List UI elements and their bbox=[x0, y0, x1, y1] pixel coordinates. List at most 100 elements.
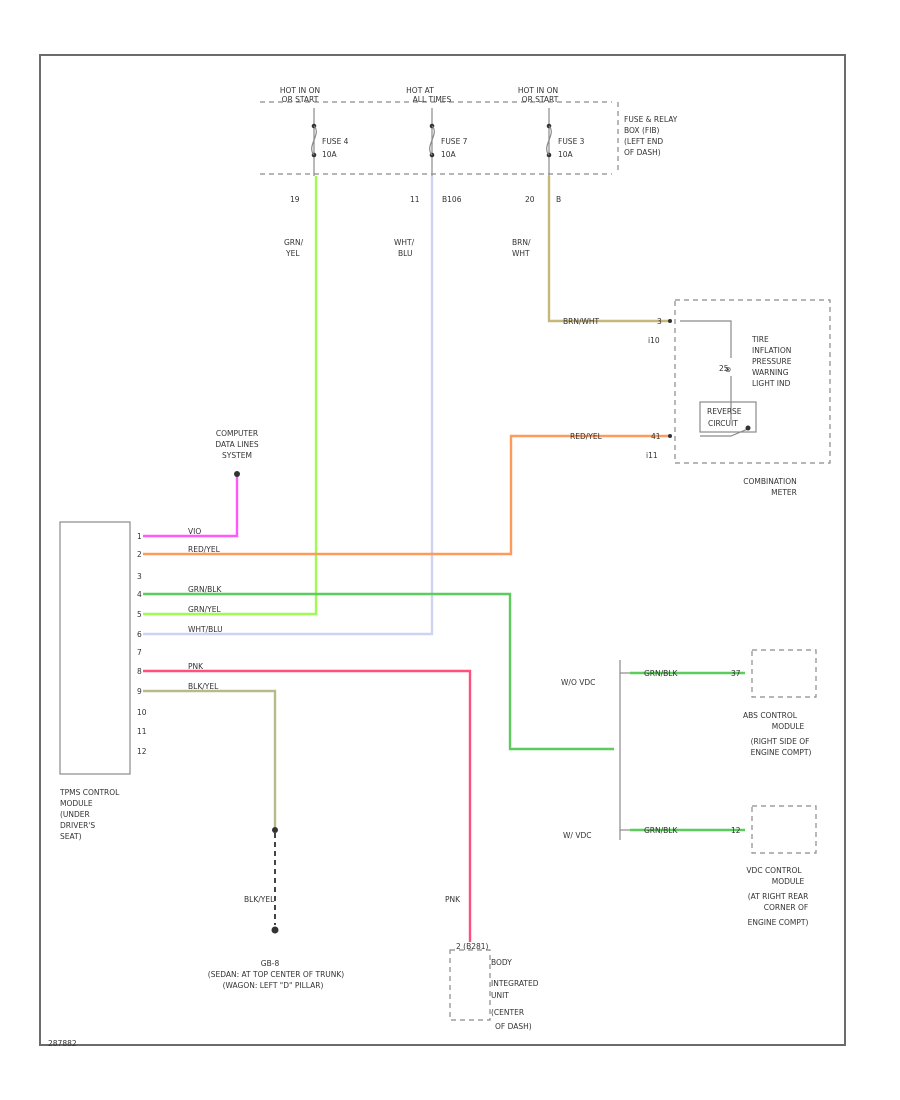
wire-fuse7-wht-blu bbox=[143, 176, 434, 636]
bcm-label-2: INTEGRATED bbox=[491, 979, 539, 988]
wire-fuse4-grn-yel bbox=[143, 176, 318, 616]
meter-power-wire-label: BRN/WHT bbox=[563, 317, 600, 326]
meter-conn-i10: i10 bbox=[648, 336, 660, 345]
fuse-3-pin: 20 bbox=[525, 195, 535, 204]
feed-3-label-2: OR START bbox=[522, 95, 559, 104]
with-vdc-label: W/ VDC bbox=[563, 831, 591, 840]
wire-violet-data bbox=[143, 476, 239, 538]
page-code: 287882 bbox=[48, 1039, 77, 1048]
bcm-label-3: UNIT bbox=[491, 991, 509, 1000]
vdc-pin: 12 bbox=[731, 826, 741, 835]
tpms-label-2: MODULE bbox=[60, 799, 93, 808]
tpms-pin-6-wire-label: WHT/BLU bbox=[188, 625, 223, 634]
abs-pin: 37 bbox=[731, 669, 741, 678]
tpms-label-4: DRIVER'S bbox=[60, 821, 95, 830]
abs-label-2: MODULE bbox=[772, 722, 805, 731]
combination-meter: 3 i10 41 i11 25 ⊗ REVERSE CIRCUIT TIRE I… bbox=[646, 299, 831, 497]
fuse-7-connector: B106 bbox=[442, 195, 462, 204]
tpms-pin-7: 7 bbox=[137, 648, 142, 657]
tpms-pin-9: 9 bbox=[137, 687, 142, 696]
feed-3-label-1: HOT IN ON bbox=[518, 86, 558, 95]
vdc-label-2: MODULE bbox=[772, 877, 805, 886]
data-lines-label-3: SYSTEM bbox=[222, 451, 252, 460]
warning-label-2: INFLATION bbox=[752, 346, 791, 355]
vdc-label-1: VDC CONTROL bbox=[746, 866, 802, 875]
abs-run-wire-label: GRN/BLK bbox=[644, 669, 678, 678]
fuse-7-name: FUSE 7 bbox=[441, 137, 468, 146]
tpms-pin-10: 10 bbox=[137, 708, 147, 717]
fuse-4-rating: 10A bbox=[322, 150, 338, 159]
meter-name-1: COMBINATION bbox=[743, 477, 796, 486]
tpms-pin-8: 8 bbox=[137, 667, 142, 676]
meter-power-terminal bbox=[668, 319, 672, 323]
vdc-label-4: CORNER OF bbox=[764, 903, 809, 912]
data-lines-label-2: DATA LINES bbox=[215, 440, 258, 449]
fuse-3-name: FUSE 3 bbox=[558, 137, 585, 146]
tpms-pin-4: 4 bbox=[137, 590, 142, 599]
tpms-pin-6: 6 bbox=[137, 630, 142, 639]
bcm-label-1: BODY bbox=[491, 958, 512, 967]
ground-run-wire-label: BLK/YEL bbox=[244, 895, 275, 904]
meter-internal-circuit bbox=[680, 320, 751, 437]
fuse7-wire-label-1: WHT/ bbox=[394, 238, 415, 247]
meter-conn-i11: i11 bbox=[646, 451, 658, 460]
feed-1-label-2: OR START bbox=[282, 95, 319, 104]
abs-dashed-box bbox=[751, 649, 817, 698]
tpms-label-1: TPMS CONTROL bbox=[59, 788, 120, 797]
fuse-3-rating: 10A bbox=[558, 150, 574, 159]
vdc-dashed-box bbox=[751, 805, 817, 854]
tpms-label-3: (UNDER bbox=[60, 810, 90, 819]
fuse-3-element bbox=[546, 125, 552, 156]
wire-grn-blk bbox=[143, 592, 614, 751]
data-lines-terminal bbox=[234, 471, 240, 477]
fuse-box-location-3: (LEFT END bbox=[624, 137, 663, 146]
tpms-pin-11: 11 bbox=[137, 727, 147, 736]
meter-pin-3: 3 bbox=[657, 317, 662, 326]
warning-label-1: TIRE bbox=[751, 335, 769, 344]
tpms-module-box bbox=[59, 521, 131, 775]
abs-label-4: ENGINE COMPT) bbox=[751, 748, 812, 757]
ground-gb8: GB-8 (SEDAN: AT TOP CENTER OF TRUNK) (WA… bbox=[208, 827, 344, 990]
fuse-box-location-2: BOX (FIB) bbox=[624, 126, 660, 135]
feed-2-label-2: ALL TIMES bbox=[413, 95, 452, 104]
tpms-pin-1-wire-label: VIO bbox=[188, 527, 201, 536]
tpms-pin-1: 1 bbox=[137, 532, 142, 541]
vdc-label-5: ENGINE COMPT) bbox=[748, 918, 809, 927]
reverse-label-2: CIRCUIT bbox=[708, 419, 738, 428]
feed-2-label-1: HOT AT bbox=[406, 86, 434, 95]
lamp-symbol: ⊗ bbox=[725, 365, 731, 374]
without-vdc-label: W/O VDC bbox=[561, 678, 595, 687]
fuse3-wire-label-1: BRN/ bbox=[512, 238, 531, 247]
body-integrated-unit: 2 (B281) BODY INTEGRATED UNIT (CENTER OF… bbox=[449, 942, 539, 1031]
fuse-7-rating: 10A bbox=[441, 150, 457, 159]
bcm-run-wire-label: PNK bbox=[445, 895, 461, 904]
fuse4-wire-label-1: GRN/ bbox=[284, 238, 304, 247]
tpms-pin-5-wire-label: GRN/YEL bbox=[188, 605, 221, 614]
ground-name: GB-8 bbox=[261, 959, 280, 968]
bcm-label-4: (CENTER bbox=[491, 1008, 524, 1017]
wire-fuse3-brn-wht bbox=[547, 176, 670, 323]
ground-splice-top bbox=[272, 827, 278, 833]
meter-signal-wire-label: RED/YEL bbox=[570, 432, 603, 441]
tpms-pin-5: 5 bbox=[137, 610, 142, 619]
wires bbox=[143, 176, 745, 942]
reverse-label-1: REVERSE bbox=[707, 407, 742, 416]
bcm-dashed-box bbox=[449, 949, 491, 1021]
ground-location-2: (WAGON: LEFT "D" PILLAR) bbox=[223, 981, 324, 990]
abs-label-1: ABS CONTROL bbox=[743, 711, 798, 720]
vdc-run-wire-label: GRN/BLK bbox=[644, 826, 678, 835]
abs-label-3: (RIGHT SIDE OF bbox=[751, 737, 810, 746]
bcm-label-5: OF DASH) bbox=[495, 1022, 532, 1031]
fuse3-wire-label-2: WHT bbox=[512, 249, 530, 258]
fuse-3-connector: B bbox=[556, 195, 561, 204]
tpms-pin-2: 2 bbox=[137, 550, 142, 559]
wire-pnk bbox=[143, 669, 472, 942]
tpms-label-5: SEAT) bbox=[60, 832, 82, 841]
computer-data-lines: COMPUTER DATA LINES SYSTEM bbox=[215, 429, 259, 477]
bcm-pin: 2 (B281) bbox=[456, 942, 489, 951]
fuse-4-name: FUSE 4 bbox=[322, 137, 349, 146]
wire-red-yel bbox=[143, 434, 670, 556]
meter-pin-41: 41 bbox=[651, 432, 661, 441]
fuse-box-location-4: OF DASH) bbox=[624, 148, 661, 157]
